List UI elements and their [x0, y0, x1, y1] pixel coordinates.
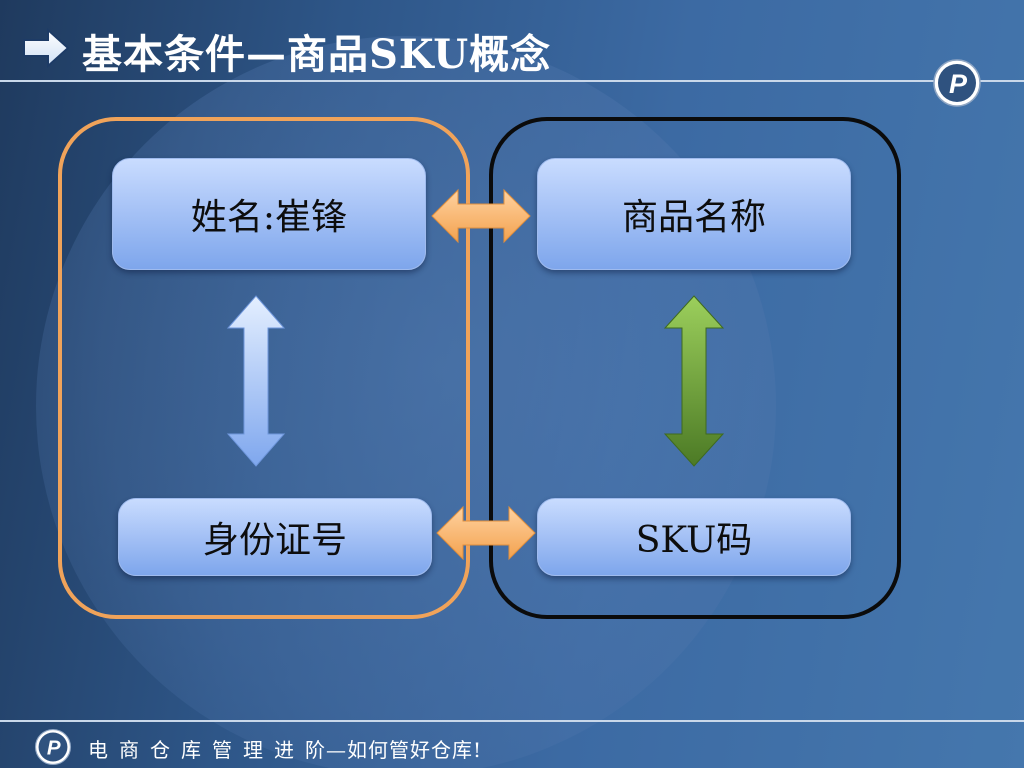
p-logo-icon: P: [933, 59, 981, 107]
svg-text:P: P: [47, 737, 61, 760]
node-product-name: 商品名称: [537, 158, 851, 270]
right-arrow-icon: [23, 28, 70, 68]
node-sku-code: SKU码: [537, 498, 851, 576]
p-logo-icon: P: [34, 728, 72, 766]
name-id-double-arrow: [226, 295, 286, 467]
product-group: [489, 117, 901, 619]
footer-divider: [0, 720, 1024, 722]
footer-caption: 电商仓库管理进阶—如何管好仓库!: [88, 734, 482, 763]
header-divider: [0, 80, 1024, 82]
footer-caption-spaced: 电商仓库管理进: [88, 738, 305, 762]
id-sku-double-arrow: [436, 505, 536, 561]
page-title: 基本条件—商品SKU概念: [82, 31, 552, 78]
node-id-card: 身份证号: [118, 498, 432, 576]
product-sku-double-arrow: [663, 295, 725, 467]
node-person-name: 姓名:崔锋: [112, 158, 426, 270]
person-group: [58, 117, 470, 619]
name-product-double-arrow: [431, 188, 531, 244]
svg-text:P: P: [949, 69, 968, 99]
footer-caption-rest: 阶—如何管好仓库!: [305, 738, 483, 762]
